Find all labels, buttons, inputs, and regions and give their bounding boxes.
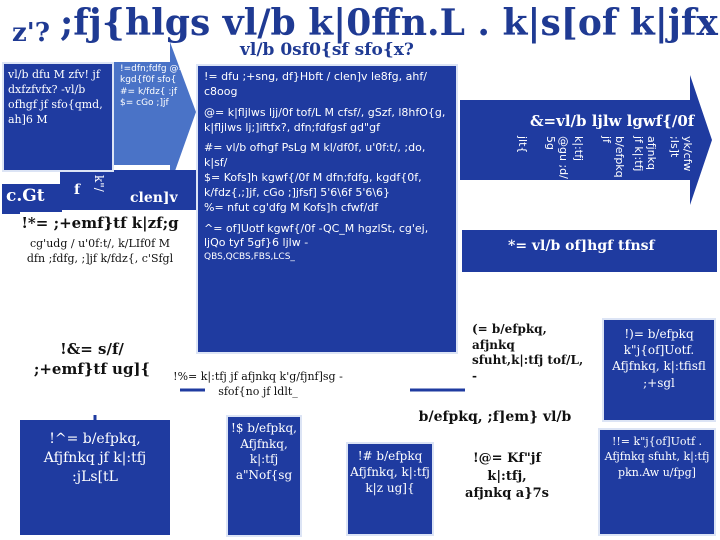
arrow-1-text: !=dfn;fdfg @= kgd{f0f sfo{ #= k/fdz{ :jf… <box>120 64 186 108</box>
box-3: !&= s/f/ ;+emf}tf ug]{ <box>22 340 162 415</box>
step-4: $= Kofs]h kgwf{/0f M dfn;fdfg, kgdf{0f, … <box>204 171 422 199</box>
vlabel-5: yk/cfw ;Is]t <box>668 136 694 172</box>
step-11: !!= k"j{of]Uotf . Afjfnkq sfuht, k|:tfj … <box>598 428 716 536</box>
step-3: #= vl/b ofhgf PsLg M kl/df0f, u'0f:t/, ;… <box>204 141 426 170</box>
vlabel-0: jlt{ <box>516 136 529 154</box>
step-10: !)= b/efpkq k"j{of]Uotf. Afjfnkq, k|:tfi… <box>602 318 716 422</box>
vlabel-3: b/efpkq jf <box>600 136 626 178</box>
vertical-labels: jlt{ @gu ;d/ 5g k|:tfj b/efpkq jf afjnkq… <box>512 136 694 180</box>
box-3-text: !&= s/f/ ;+emf}tf ug]{ <box>33 340 151 378</box>
page-subtitle: vl/b 0sf0{sf sfo{x? <box>240 40 414 60</box>
box-4-text: !^= b/efpkq, Afjfnkq jf k|:tfj :jLs[tL <box>43 431 147 485</box>
box-2: !*= ;+emf}tf k|zf;g cg'udg / u'0f:t/, k/… <box>20 212 180 344</box>
vlabel-4: afjnkq jf k|:tfj <box>632 136 658 172</box>
tag-k: k"/ <box>92 175 106 192</box>
step-6b: QBS,QCBS,FBS,LCS_ <box>204 252 295 263</box>
vlabel-2: k|:tfj <box>572 136 585 162</box>
vlabel-1: @gu ;d/ 5g <box>544 136 570 179</box>
step-1: != dfu ;+sng, df}Hbft / clen]v le8fg, ah… <box>204 70 427 98</box>
box-1: vl/b dfu M zfv! jf dxfzfvfx? -vl/b ofhgf… <box>2 62 114 172</box>
arrow-right <box>460 75 712 205</box>
header-tag: z'? <box>12 18 50 48</box>
step-2: @= k|fljlws ljj/0f tof/L M cfsf/, gSzf, … <box>204 105 446 134</box>
step-5: %= nfut cg'dfg M Kofs]h cfwf/df <box>204 200 379 214</box>
arrow-box-1 <box>112 42 196 185</box>
step-9: (= b/efpkq, afjnkq sfuht,k|:tfj tof/L, - <box>472 322 584 383</box>
band-shape <box>462 230 717 272</box>
box-2-body: cg'udg / u'0f:t/, k/LIf0f M dfn ;fdfg, ;… <box>26 236 174 265</box>
step-6: ^= of]Uotf kgwf{/0f -QC_M hgzlSt, cg'ej,… <box>204 221 429 250</box>
tag-f: f <box>74 182 81 198</box>
step-15: !%= k|:tfj jf afjnkq k'g/fjnf]sg -sfof{n… <box>173 370 343 398</box>
tag-cgt: c.Gt <box>2 184 62 214</box>
step-7-title: &=vl/b ljlw lgwf{/0f <box>530 112 695 130</box>
tag-cleny: clen]v <box>130 190 178 206</box>
step-13: !# b/efpkq Afjfnkq, k|:tfj k|z ug]{ <box>346 442 434 536</box>
step-12: !@= Kf"jf k|:tfj, afjnkq a}7s <box>465 451 549 502</box>
box-4-shape <box>20 420 170 535</box>
step-8: *= vl/b of]hgf tfnsf <box>508 238 655 254</box>
page-title: ;fj{hlgs vl/b k|0ffn.L . k|s[of k|jfx <box>60 2 718 44</box>
step-9b: b/efpkq, ;f]em} vl/b <box>418 409 572 425</box>
center-box: != dfu ;+sng, df}Hbft / clen]v le8fg, ah… <box>196 64 458 354</box>
box-2-title: !*= ;+emf}tf k|zf;g <box>21 214 179 232</box>
box-1-text: vl/b dfu M zfv! jf dxfzfvfx? -vl/b ofhgf… <box>8 68 103 126</box>
step-14: !$ b/efpkq, Afjfnkq, k|:tfj a"Nof{sg <box>226 415 302 537</box>
